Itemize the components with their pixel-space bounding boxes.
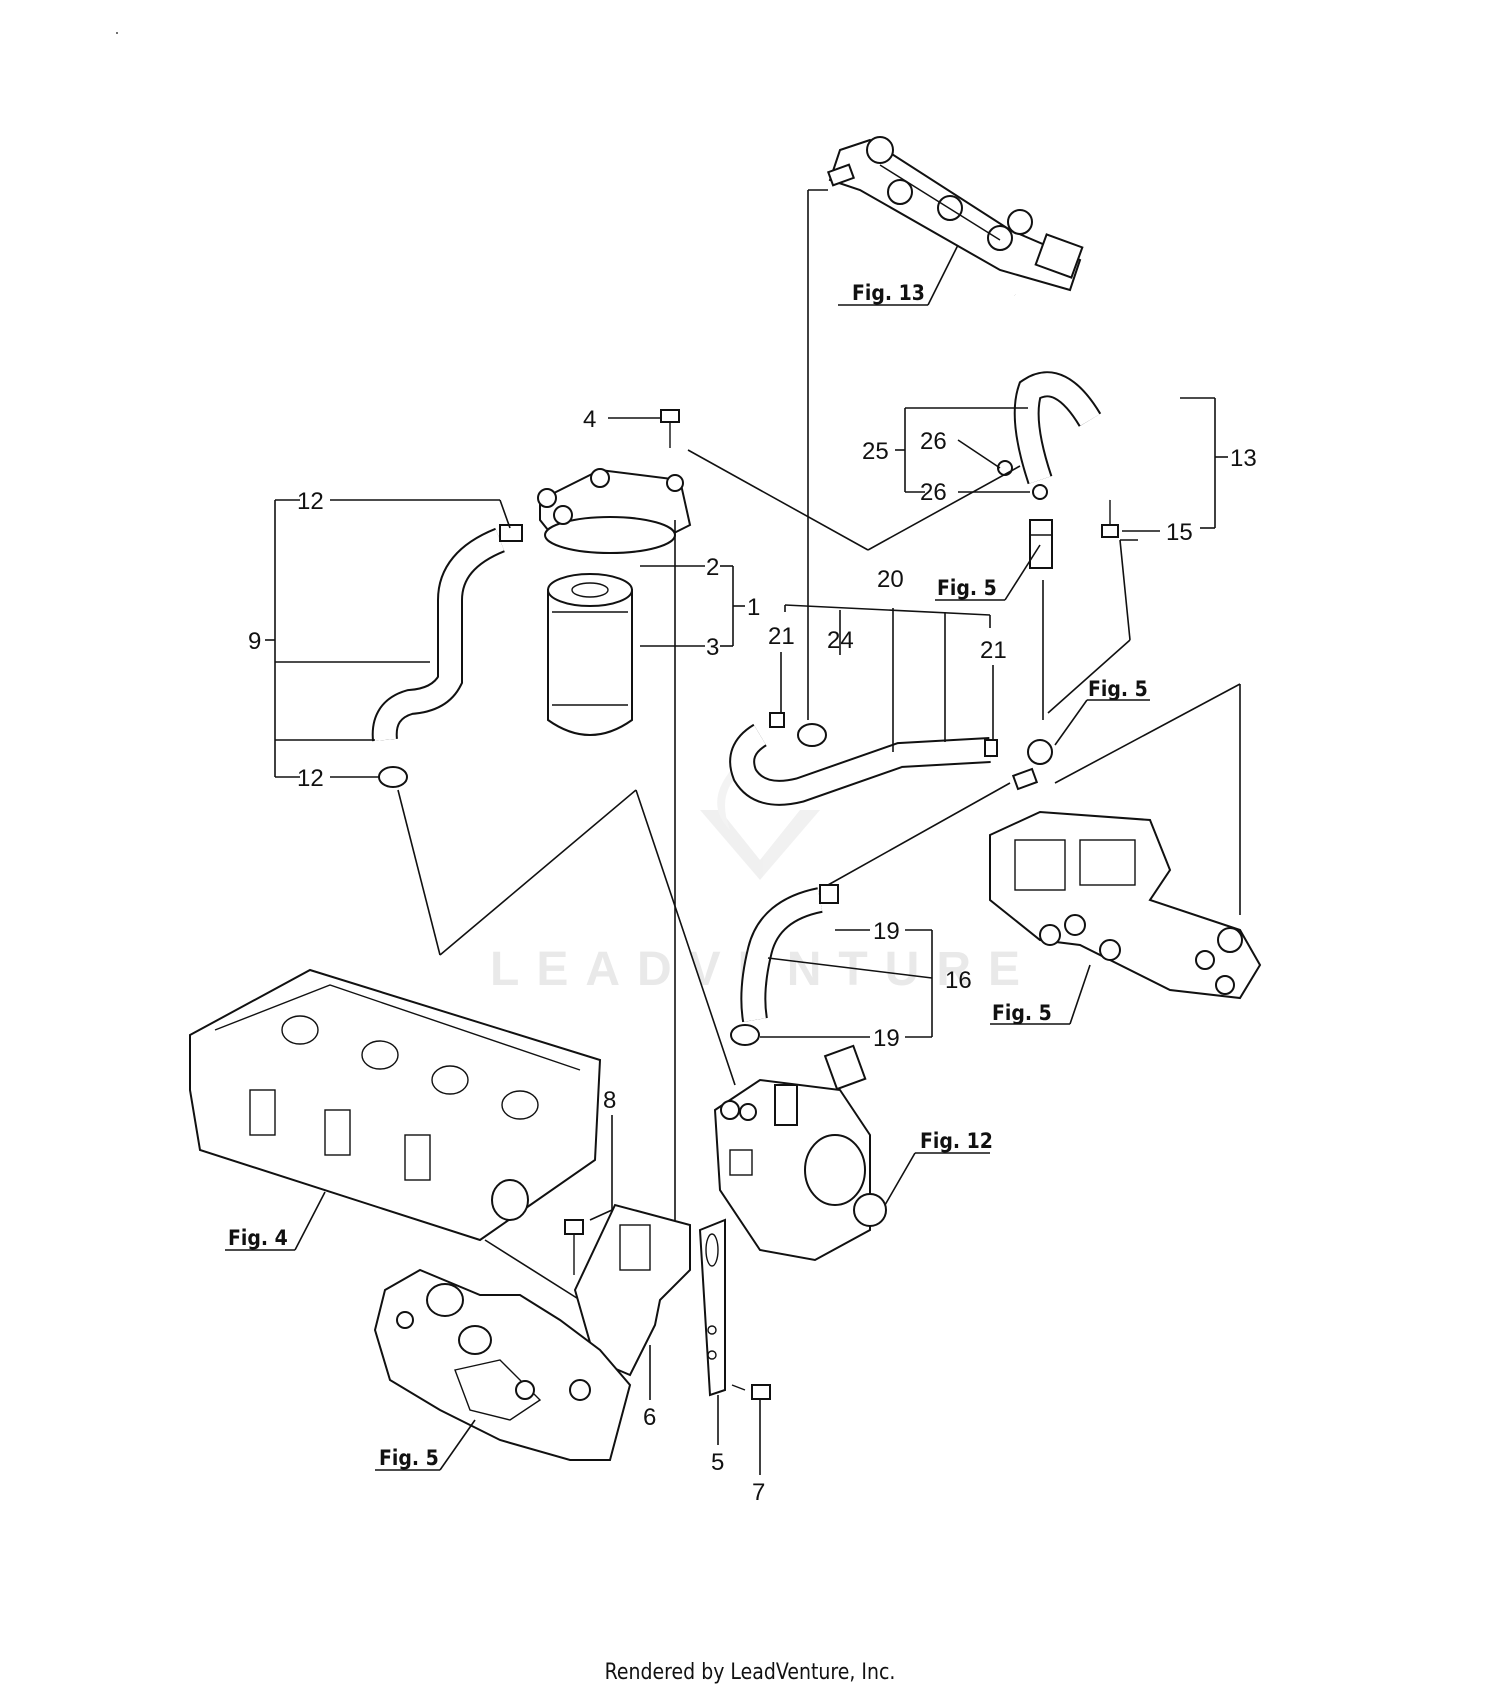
fuel-filter-cartridge-icon [547,573,633,736]
fuel-filter-head-icon [537,468,692,554]
connector-fitting-icon [1029,519,1053,569]
callout-2[interactable]: 2 [706,554,719,581]
fuel-hose-16-icon [730,884,839,1046]
callout-1[interactable]: 1 [747,594,760,621]
fig-ref-5-right[interactable]: Fig. 5 [992,1001,1052,1025]
callout-3[interactable]: 3 [706,634,719,661]
return-hose-icon [997,371,1102,500]
callout-25[interactable]: 25 [862,438,889,465]
callout-19-upper[interactable]: 19 [873,918,900,945]
fuel-hose-20-icon [729,712,1053,806]
stay-plate-icon [698,1218,726,1397]
bolt-4-icon [660,409,680,448]
watermark-logo-icon [700,760,820,880]
callout-13[interactable]: 13 [1230,445,1257,472]
callout-8[interactable]: 8 [603,1087,616,1114]
footer-credit: Rendered by LeadVenture, Inc. [604,1660,896,1685]
fig-ref-5-mid[interactable]: Fig. 5 [1088,677,1148,701]
bolt-7-icon [731,1384,771,1400]
callout-9[interactable]: 9 [248,628,261,655]
callout-16[interactable]: 16 [945,967,972,994]
fig-ref-13[interactable]: Fig. 13 [852,281,925,305]
callout-20[interactable]: 20 [877,566,904,593]
callout-5[interactable]: 5 [711,1449,724,1476]
injection-pump-icon [713,1044,887,1262]
callout-21-right[interactable]: 21 [980,637,1007,664]
intake-manifold-right-icon [989,810,1262,1000]
callout-26-lower[interactable]: 26 [920,479,947,506]
callout-15[interactable]: 15 [1166,519,1193,546]
fig-ref-12[interactable]: Fig. 12 [920,1129,993,1153]
callout-19-lower[interactable]: 19 [873,1025,900,1052]
fig-ref-5-top[interactable]: Fig. 5 [937,576,997,600]
callout-7[interactable]: 7 [752,1479,765,1506]
leak-off-pipe-icon [1012,293,1179,538]
callout-12-upper[interactable]: 12 [297,488,324,515]
fig-ref-5-bottom[interactable]: Fig. 5 [379,1446,439,1470]
cylinder-head-icon [189,968,602,1242]
fuel-rail-icon [826,136,1084,292]
bolt-8-icon [564,1219,584,1275]
callout-4[interactable]: 4 [583,406,596,433]
fuel-hose-9-icon [371,524,523,788]
callout-6[interactable]: 6 [643,1404,656,1431]
callout-26-upper[interactable]: 26 [920,428,947,455]
callout-12-lower[interactable]: 12 [297,765,324,792]
fig-ref-4[interactable]: Fig. 4 [228,1226,288,1250]
intake-manifold-bottom-icon [373,1268,632,1461]
callout-21-left[interactable]: 21 [768,623,795,650]
